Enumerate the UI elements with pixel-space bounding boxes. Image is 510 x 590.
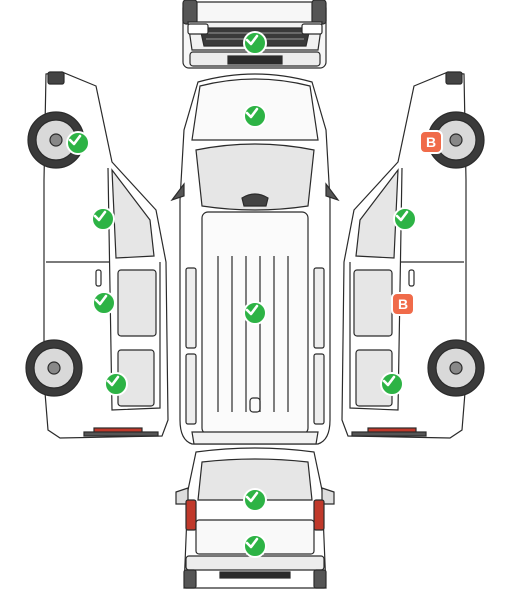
check-icon <box>68 134 82 146</box>
damage-label: B <box>397 296 409 312</box>
left-rear-panel-ok-marker[interactable] <box>104 372 128 396</box>
check-icon <box>245 491 259 503</box>
left-sliding-door-ok-marker[interactable] <box>92 291 116 315</box>
hood-ok-marker[interactable] <box>243 104 267 128</box>
left-front-wheel-ok-marker[interactable] <box>66 131 90 155</box>
left-front-door-ok-marker[interactable] <box>91 207 115 231</box>
right-front-door-ok-marker[interactable] <box>393 207 417 231</box>
rear-bumper-ok-marker[interactable] <box>243 534 267 558</box>
right-front-wheel-damage-marker[interactable]: B <box>419 130 443 154</box>
check-icon <box>93 210 107 222</box>
right-sliding-door-damage-marker[interactable]: B <box>391 292 415 316</box>
rear-view <box>175 447 335 589</box>
top-view <box>170 73 340 445</box>
check-icon <box>245 107 259 119</box>
left-side-view <box>25 71 169 439</box>
check-icon <box>382 375 396 387</box>
check-icon <box>395 210 409 222</box>
rear-window-ok-marker[interactable] <box>243 488 267 512</box>
check-icon <box>106 375 120 387</box>
right-side-view <box>341 71 485 439</box>
damage-label: B <box>425 134 437 150</box>
check-icon <box>94 294 108 306</box>
roof-ok-marker[interactable] <box>243 301 267 325</box>
check-icon <box>245 304 259 316</box>
check-icon <box>245 537 259 549</box>
right-rear-panel-ok-marker[interactable] <box>380 372 404 396</box>
check-icon <box>245 34 259 46</box>
front-bumper-ok-marker[interactable] <box>243 31 267 55</box>
